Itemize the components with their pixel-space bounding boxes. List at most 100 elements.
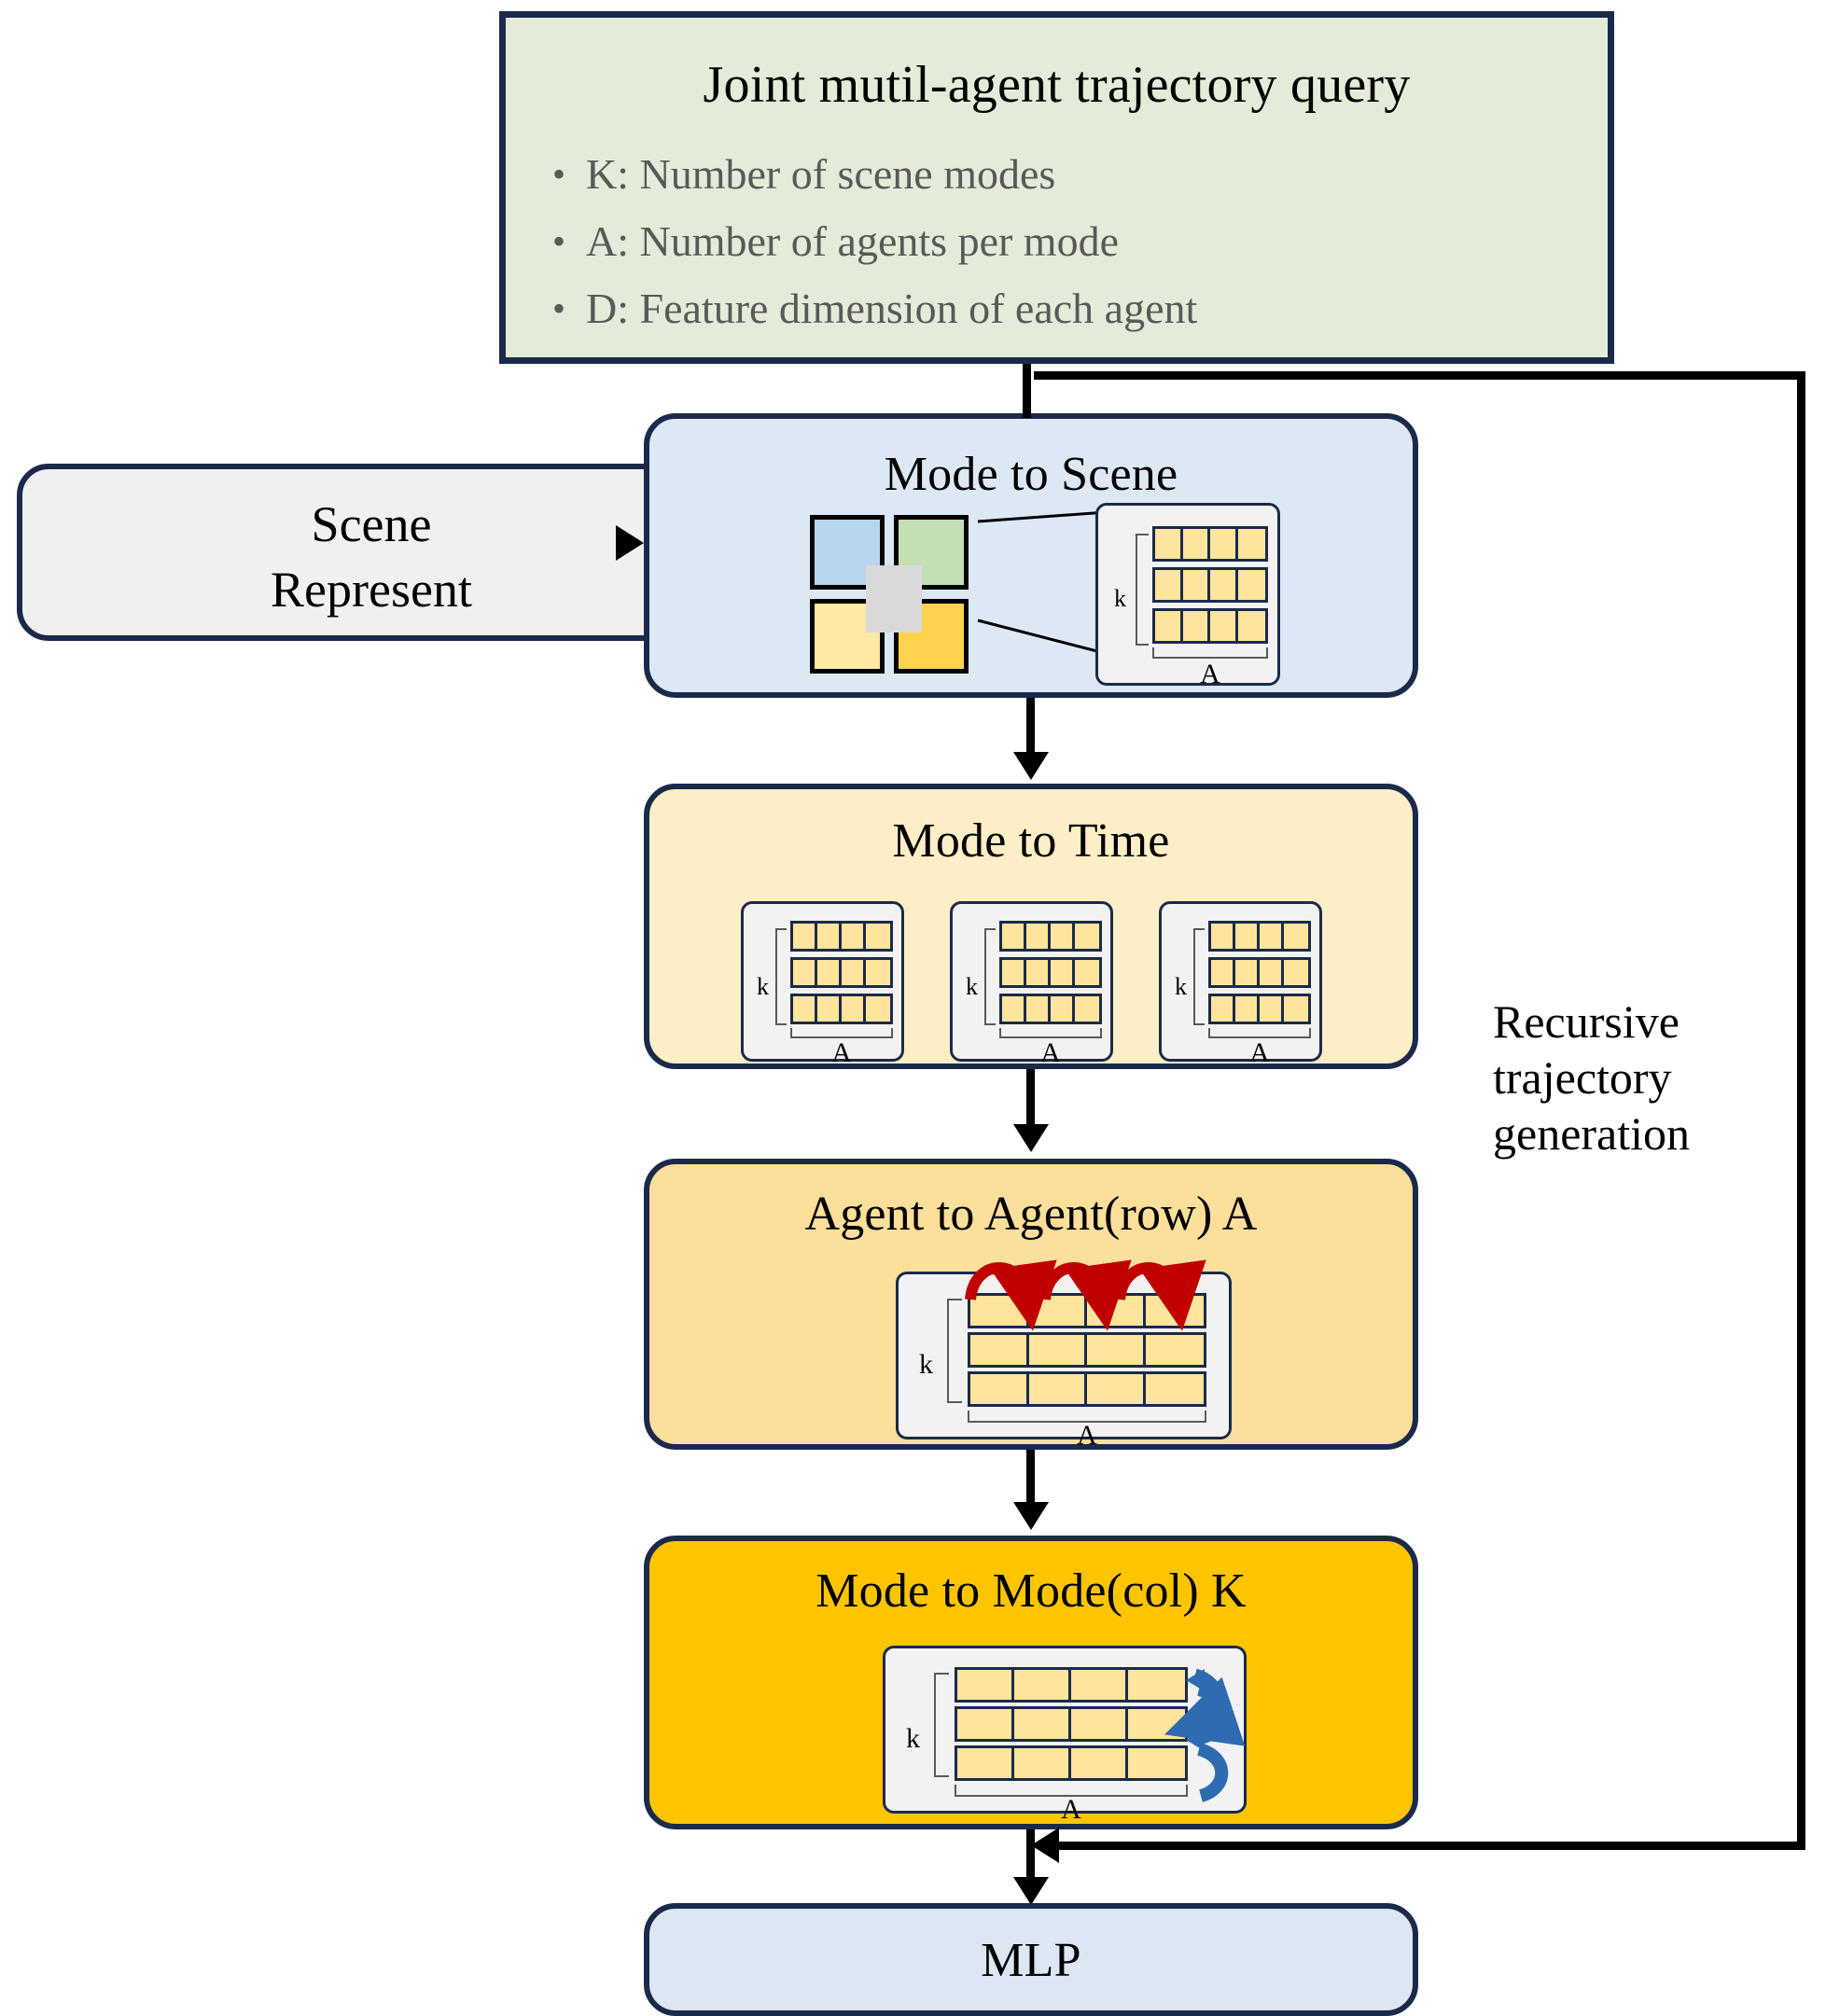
matrix-row: [790, 994, 893, 1024]
matrix-col-label: A: [1200, 659, 1220, 689]
matrix-cell: [1087, 1374, 1146, 1404]
matrix-cell: [1014, 1670, 1071, 1700]
matrix-cell: [1211, 996, 1235, 1022]
matrix-cell: [970, 1335, 1029, 1365]
scene-represent-line2: Represent: [271, 562, 472, 618]
recursive-bottom-segment: [1059, 1842, 1805, 1850]
mode-to-time-box: Mode to Time k A k: [644, 784, 1418, 1069]
arrowhead-modemode-to-mlp: [1013, 1877, 1049, 1905]
matrix-cell: [1235, 996, 1260, 1022]
matrix-cell: [1075, 960, 1099, 985]
matrix-col-label: A: [1077, 1420, 1097, 1451]
arrowhead-recursive-into-trunk: [1031, 1828, 1059, 1863]
connector-modescene-to-modetime: [1026, 698, 1035, 756]
arrowhead-modescene-to-modetime: [1013, 752, 1049, 780]
matrix-cell: [1002, 924, 1026, 949]
matrix-cell: [1051, 996, 1075, 1022]
matrix-card: k A: [1159, 901, 1322, 1067]
matrix-cell: [793, 924, 817, 949]
matrix-cell: [1260, 996, 1284, 1022]
bullet-text: K: Number of scene modes: [586, 150, 1056, 198]
matrix-cell: [1087, 1335, 1146, 1365]
matrix-cell: [1026, 996, 1051, 1022]
bullet-dot-icon: •: [551, 287, 565, 329]
matrix-cell: [1087, 1296, 1146, 1326]
mode-swatch-overlay: [866, 565, 922, 633]
mlp-box: MLP: [644, 1903, 1418, 2016]
matrix-card: k A: [950, 901, 1113, 1067]
matrix-cell: [1051, 924, 1075, 949]
matrix-cell: [1028, 1335, 1087, 1365]
matrix-cell: [1284, 996, 1308, 1022]
matrix-cell: [1284, 960, 1308, 985]
matrix-row-brace: [934, 1673, 949, 1777]
matrix-cell: [1237, 611, 1265, 641]
matrix-cell: [1026, 924, 1051, 949]
matrix-cell: [1028, 1296, 1087, 1326]
scene-represent-label: Scene Represent: [22, 492, 720, 622]
matrix-row: [999, 921, 1102, 952]
matrix-cell: [1028, 1374, 1087, 1404]
matrix-row: [955, 1667, 1188, 1703]
matrix-cell: [1002, 960, 1026, 985]
matrix-col-brace: [955, 1785, 1188, 1797]
matrix-cell: [1128, 1748, 1185, 1778]
matrix-card: k A: [741, 901, 904, 1067]
matrix-cell: [1014, 1748, 1071, 1778]
matrix-cell: [1071, 1709, 1128, 1739]
matrix-cell: [970, 1296, 1029, 1326]
matrix-cell: [1128, 1709, 1185, 1739]
matrix-cell: [1075, 996, 1099, 1022]
recursive-line2: trajectory: [1493, 1051, 1672, 1104]
matrix-cell: [1182, 570, 1210, 600]
matrix-cell: [1002, 996, 1026, 1022]
matrix-row-label: k: [1114, 585, 1126, 612]
matrix-cell: [842, 924, 866, 949]
matrix-cell: [793, 996, 817, 1022]
matrix-cell: [1014, 1709, 1071, 1739]
arrowhead-scene-to-modescene: [616, 525, 644, 561]
mode-to-mode-title: Mode to Mode(col) K: [815, 1564, 1247, 1618]
connector-agentagent-to-modemode: [1026, 1450, 1035, 1504]
matrix-cell: [842, 960, 866, 985]
matrix-row: [1208, 921, 1311, 952]
matrix-col-brace: [999, 1028, 1102, 1038]
matrix-cell: [957, 1670, 1014, 1700]
matrix-row: [790, 921, 893, 952]
matrix-cell: [1210, 529, 1238, 559]
recursive-line1: Recursive: [1493, 995, 1680, 1048]
matrix-cell: [817, 924, 842, 949]
matrix-row-label: k: [966, 973, 978, 1000]
matrix-col-label: A: [1040, 1037, 1061, 1068]
matrix-row: [968, 1332, 1206, 1368]
matrix-row: [790, 957, 893, 988]
matrix-col-brace: [1152, 647, 1268, 659]
arrowhead-agentagent-to-modemode: [1013, 1502, 1049, 1530]
matrix-cell: [1260, 960, 1284, 985]
matrix-row: [968, 1293, 1206, 1328]
matrix-cell: [1155, 529, 1183, 559]
recursive-generation-label: Recursive trajectory generation: [1493, 994, 1801, 1161]
matrix-cell: [866, 924, 890, 949]
bullet-text: D: Feature dimension of each agent: [586, 285, 1198, 332]
matrix-row-label: k: [1175, 973, 1187, 1000]
matrix-cell: [842, 996, 866, 1022]
matrix-row: [955, 1706, 1188, 1742]
matrix-cell: [1182, 529, 1210, 559]
matrix-cell: [866, 960, 890, 985]
matrix-row: [1152, 526, 1268, 562]
matrix-col-label: A: [1061, 1794, 1081, 1825]
matrix-cell: [1237, 529, 1265, 559]
matrix-col-brace: [968, 1411, 1206, 1423]
matrix-col-label: A: [831, 1037, 852, 1068]
joint-query-box: Joint mutil-agent trajectory query • K: …: [499, 11, 1614, 364]
connector-modetime-to-agentagent: [1026, 1069, 1035, 1127]
matrix-card: k A: [896, 1272, 1232, 1450]
scene-represent-line1: Scene: [311, 496, 432, 552]
matrix-row-label: k: [757, 973, 769, 1000]
matrix-cell: [1210, 611, 1238, 641]
matrix-row-brace: [1193, 928, 1205, 1025]
matrix-row: [968, 1371, 1206, 1407]
query-bullet-list: • K: Number of scene modes • A: Number o…: [532, 148, 1589, 350]
matrix-cell: [970, 1374, 1029, 1404]
